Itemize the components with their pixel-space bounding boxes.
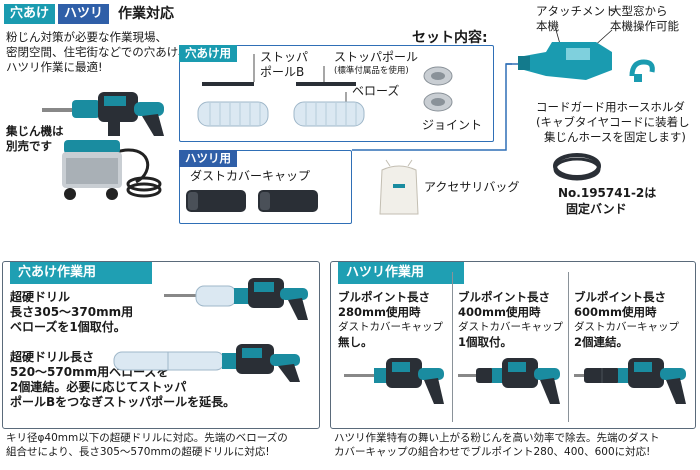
drill-with-double-bellows-icon <box>113 344 300 382</box>
hammer-drill-icon <box>42 92 164 136</box>
drill-with-bellows-icon <box>164 278 308 320</box>
set-drill-box <box>179 45 494 142</box>
band-label-2: 固定バンド <box>566 202 627 216</box>
band-label-1: No.195741-2は <box>558 186 657 200</box>
drill-note1-line-2: 長さ305〜370mm用 <box>10 305 134 319</box>
set-drill-tag: 穴あけ用 <box>179 45 237 62</box>
chip-panel <box>330 261 696 429</box>
chip-col1-line-3: ダストカバーキャップ <box>338 321 443 333</box>
page-title: 作業対応 <box>118 6 174 22</box>
bellows-icon <box>197 92 365 127</box>
joint-label: ジョイント <box>422 118 483 132</box>
attachment-label-1: アタッチメント <box>536 4 617 18</box>
chip-col-divider-2 <box>568 272 569 422</box>
drill-note1-line-1: 超硬ドリル <box>10 290 71 304</box>
chip-col2-line-3: ダストカバーキャップ <box>458 321 563 333</box>
chip-col2-line-2: 400mm使用時 <box>458 305 541 319</box>
chip-tool-280-icon <box>344 358 444 404</box>
joint-icon <box>423 66 453 112</box>
chip-col3-line-4: 2個連結。 <box>574 335 629 349</box>
stopper-pole-icon <box>202 54 356 86</box>
drill-footer-line-1: キリ径φ40mm以下の超硬ドリルに対応。先端のベローズの <box>6 432 288 444</box>
holder-label-1: コードガード用ホースホルダ <box>536 100 685 114</box>
chip-tool-400-icon <box>458 358 560 404</box>
chip-col2-line-1: ブルポイント長さ <box>458 290 550 304</box>
stopper-b-label-1: ストッパ <box>260 50 309 64</box>
stopper-pole-note: (標準付属品を使用) <box>334 66 409 76</box>
drill-note2-line-1: 超硬ドリル長さ <box>10 350 95 364</box>
stopper-b-label-2: ポールB <box>260 65 305 79</box>
drill-note2-line-3: 2個連結。必要に応じてストッパ <box>10 380 187 394</box>
chip-col2-line-4: 1個取付。 <box>458 335 513 349</box>
chip-col1-line-4: 無し。 <box>338 335 373 349</box>
set-contents-title: セット内容: <box>412 30 488 46</box>
dust-cap-icon <box>186 190 318 212</box>
window-label-2: 本機操作可能 <box>610 19 679 33</box>
bellows-label: ベローズ <box>352 84 400 98</box>
desc-line-2: 密閉空間、住宅街などでの穴あけ、 <box>6 45 190 59</box>
chip-col3-line-2: 600mm使用時 <box>574 305 657 319</box>
drill-note2-line-4: ポールBをつなぎストッパポールを延長。 <box>10 395 236 409</box>
accessory-bag-label: アクセサリバッグ <box>424 180 520 194</box>
hose-holder-icon <box>629 59 655 82</box>
attachment-icon <box>518 29 613 80</box>
drill-panel-header: 穴あけ作業用 <box>10 262 152 284</box>
tag-chipping: ハツリ <box>58 4 110 24</box>
dust-cap-label: ダストカバーキャップ <box>190 169 311 183</box>
drill-panel <box>2 261 320 429</box>
stopper-pole-label: ストッパポール <box>334 50 419 64</box>
chip-panel-header: ハツリ作業用 <box>338 262 464 284</box>
holder-label-2: (キャブタイヤコードに装着し <box>536 115 690 129</box>
chip-footer-line-2: カバーキャップの組合わせでブルポイント280、400、600に対応! <box>334 446 651 458</box>
drill-footer-line-2: 組合せにより、長さ305〜570mmの超硬ドリルに対応! <box>6 446 270 458</box>
desc-line-1: 粉じん対策が必要な作業現場、 <box>6 30 167 44</box>
window-label-1: 大型窓から <box>610 4 668 18</box>
chip-tool-600-icon <box>574 358 686 404</box>
chip-col1-line-1: ブルポイント長さ <box>338 290 430 304</box>
chip-col-divider-1 <box>452 272 453 422</box>
tag-drilling: 穴あけ <box>4 4 56 24</box>
chip-col3-line-3: ダストカバーキャップ <box>574 321 679 333</box>
attachment-label-2: 本機 <box>536 19 559 33</box>
drill-note1-line-3: ベローズを1個取付。 <box>10 320 126 334</box>
band-ring-icon <box>553 153 601 181</box>
dust-note-line-1: 集じん機は <box>6 124 64 138</box>
holder-label-3: 集じんホースを固定します) <box>544 130 686 144</box>
chip-col1-line-2: 280mm使用時 <box>338 305 421 319</box>
accessory-bag-icon <box>379 159 419 215</box>
dust-extractor-icon <box>62 140 162 200</box>
set-chip-box <box>179 150 352 224</box>
desc-line-3: ハツリ作業に最適! <box>6 60 103 74</box>
dust-note-line-2: 別売です <box>6 139 52 153</box>
chip-footer-line-1: ハツリ作業特有の舞い上がる粉じんを高い効率で除去。先端のダスト <box>334 432 660 444</box>
chip-col3-line-1: ブルポイント長さ <box>574 290 666 304</box>
set-chip-tag: ハツリ用 <box>179 150 237 167</box>
